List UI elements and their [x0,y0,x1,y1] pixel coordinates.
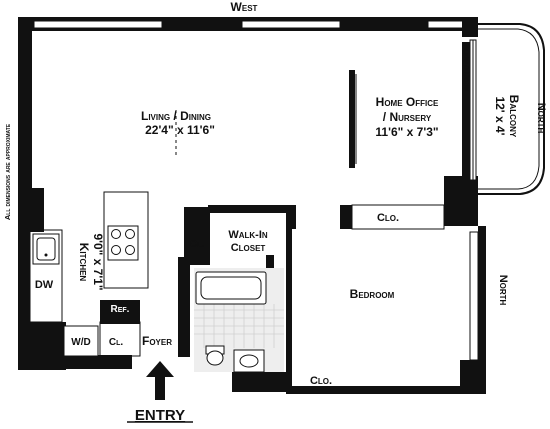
dimensions-note: All dimensions are approximate [3,123,12,220]
office-dims: 11'6" x 7'3" [375,125,438,139]
sliding-door-label: Sliding Door [462,44,471,92]
balcony-name: Balcony [507,95,521,138]
kitchen-dims: 9'0" x 7'1" [91,233,105,290]
sliding-door [469,39,477,181]
walk-in-closet-line1: Walk-In [228,229,268,241]
foyer-name: Foyer [142,334,172,348]
entry-arrow [146,361,174,400]
foyer-closet-label: Cl. [109,337,123,348]
office-name-line1: Home Office [376,95,439,109]
bath-sink [233,349,265,373]
exterior-walls [18,17,486,394]
office-name-line2: / Nursery [383,110,432,124]
toilet [205,345,225,366]
kitchen-fixtures [32,225,139,357]
bathroom [194,268,284,373]
compass-west: West [231,0,258,14]
compass-north-bedroom: North [497,275,509,306]
stove [107,225,139,261]
compass-north-balcony: North [535,103,547,134]
office-closet-label: Clo. [377,212,399,224]
washer-dryer-label: W/D [71,337,90,348]
refrigerator-label: Ref. [111,304,130,315]
hall-closet-label: Cl. [190,239,204,250]
living-dining-name: Living / Dining [141,109,211,123]
living-dining-dims: 22'4" x 11'6" [145,123,215,137]
dishwasher-label: DW [35,279,54,291]
walk-in-closet-line2: Closet [231,242,266,254]
kitchen-name: Kitchen [77,243,91,282]
balcony-dims: 12' x 4' [493,96,507,135]
entry-label: ENTRY [135,407,185,424]
balcony [478,23,545,195]
bedroom-closet-label: Clo. [310,375,332,387]
kitchen-sink [32,233,60,265]
bedroom-name: Bedroom [350,287,395,301]
